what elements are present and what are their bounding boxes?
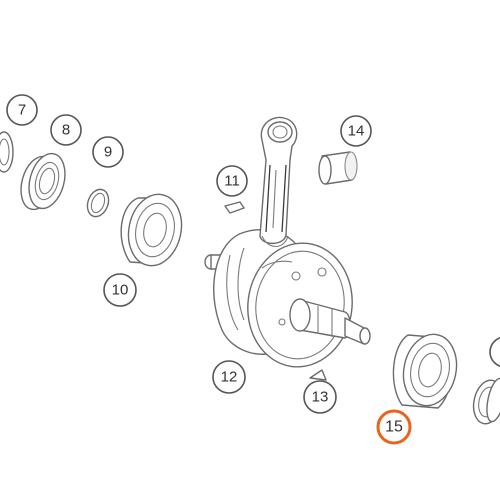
ball-bearing-left-part — [120, 193, 183, 267]
callout-11-label: 11 — [224, 173, 240, 190]
callout-badge-partial — [489, 337, 500, 367]
o-ring-part — [86, 188, 110, 218]
shim-part — [309, 369, 327, 381]
callout-7[interactable]: 7 — [6, 94, 38, 126]
callout-15[interactable]: 15 — [376, 409, 412, 445]
callout-10-label: 10 — [112, 282, 129, 299]
ball-bearing-right-part — [392, 333, 458, 409]
callout-14-label: 14 — [348, 123, 365, 140]
ring-7-part — [0, 131, 14, 173]
callout-10[interactable]: 10 — [103, 273, 137, 307]
crankshaft-part — [213, 229, 371, 368]
callout-7-label: 7 — [18, 102, 26, 119]
callout-13[interactable]: 13 — [303, 380, 337, 414]
callout-12[interactable]: 12 — [212, 360, 246, 394]
needle-bearing-part — [318, 151, 358, 185]
shaft-seal-right-part — [472, 377, 500, 425]
callout-15-label: 15 — [385, 419, 403, 436]
callout-12-label: 12 — [221, 369, 238, 386]
woodruff-key-part — [224, 201, 245, 214]
connecting-rod-part — [259, 116, 298, 248]
shaft-seal-part — [20, 152, 66, 211]
callout-13-label: 13 — [312, 389, 329, 406]
callout-9-label: 9 — [104, 144, 112, 161]
callout-8-label: 8 — [62, 122, 70, 139]
callout-14[interactable]: 14 — [340, 115, 372, 147]
callout-11[interactable]: 11 — [216, 165, 248, 197]
callout-8[interactable]: 8 — [50, 114, 82, 146]
callout-9[interactable]: 9 — [92, 136, 124, 168]
